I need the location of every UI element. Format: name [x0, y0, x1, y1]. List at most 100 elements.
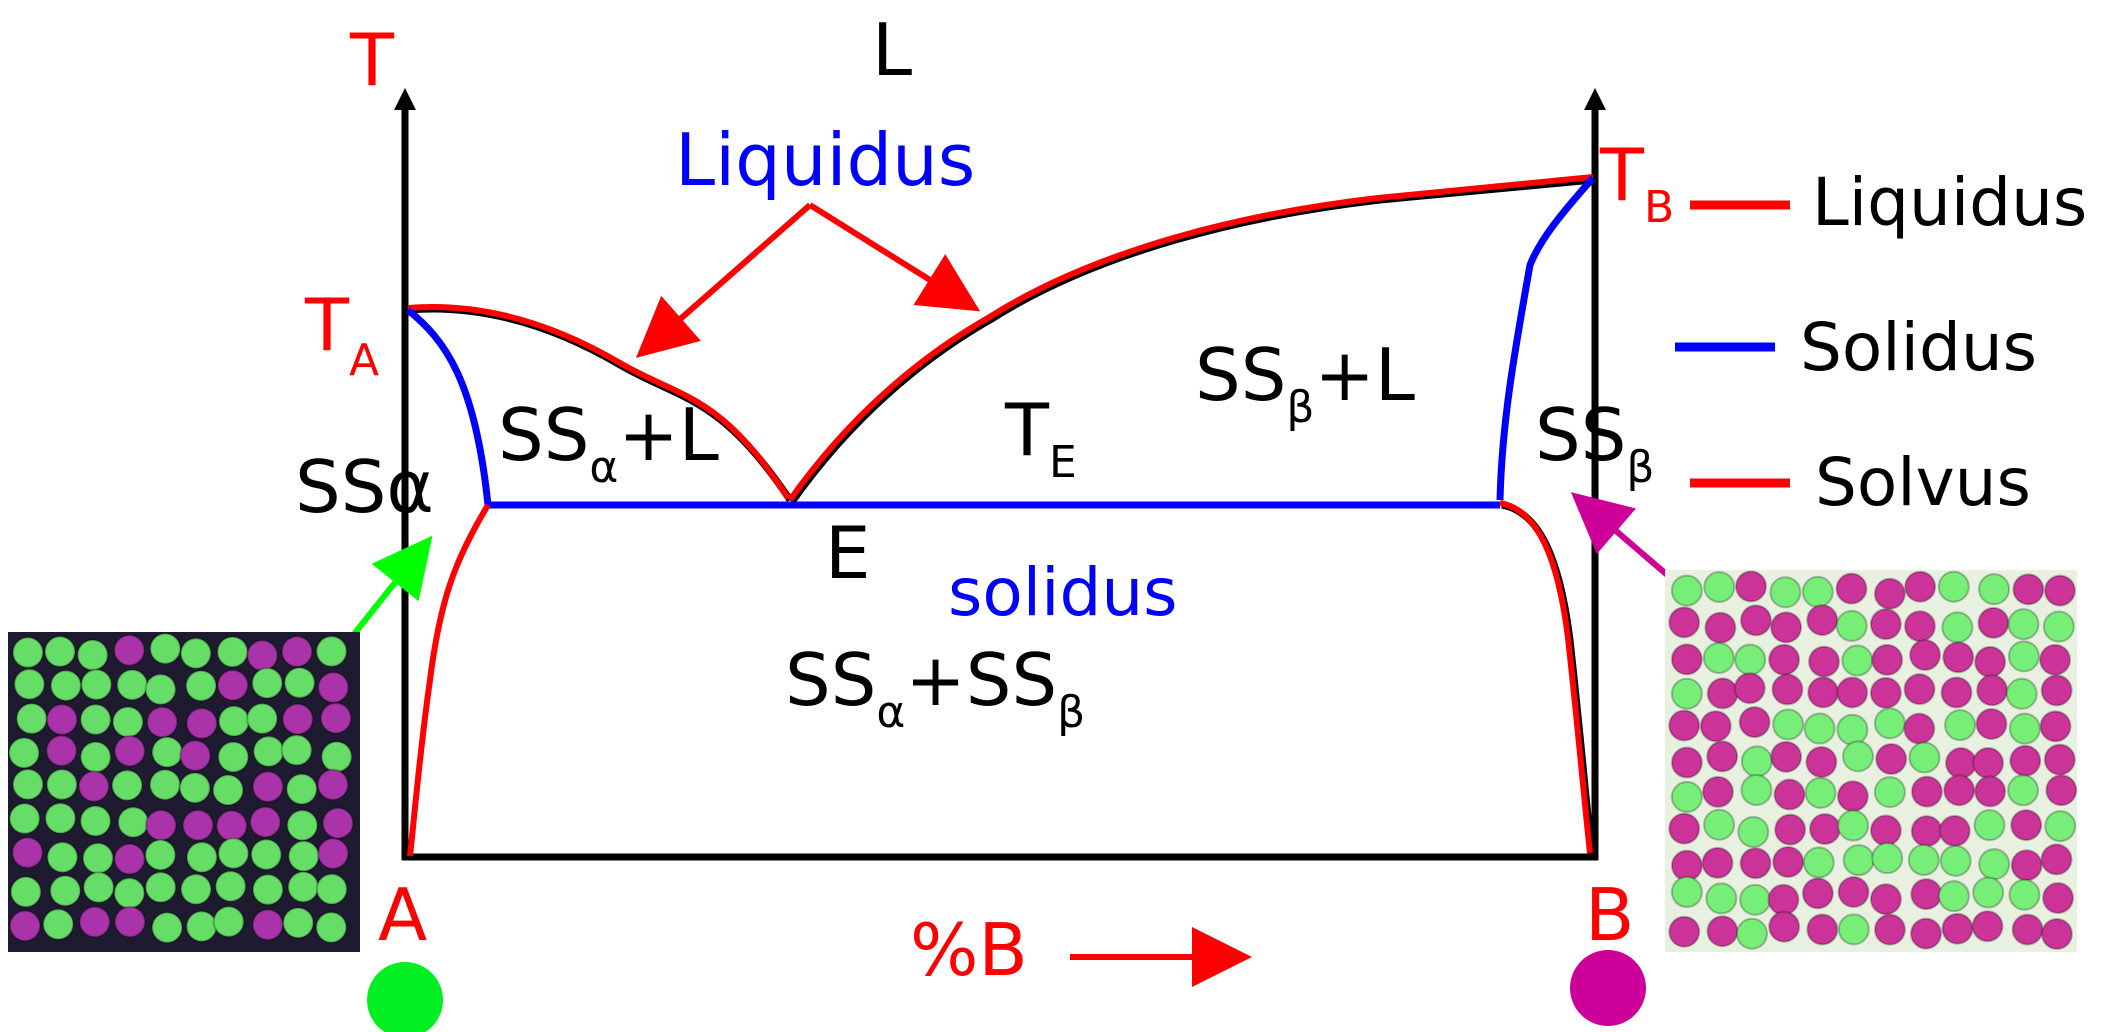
- atom: [1741, 605, 1771, 635]
- atom: [1810, 814, 1840, 844]
- atom: [1669, 814, 1699, 844]
- atom: [2008, 609, 2038, 639]
- atom: [2010, 746, 2040, 776]
- atom: [1806, 778, 1836, 808]
- atom: [1839, 877, 1869, 907]
- atom: [112, 770, 142, 800]
- atom: [1669, 710, 1699, 740]
- atom: [216, 871, 246, 901]
- atom: [316, 912, 346, 942]
- atom: [1904, 714, 1934, 744]
- atom: [14, 669, 44, 699]
- atom: [1672, 782, 1702, 812]
- atom: [1973, 748, 2003, 778]
- atom: [1975, 647, 2005, 677]
- atom: [1941, 846, 1971, 876]
- atom: [1942, 914, 1972, 944]
- atom: [1737, 919, 1767, 949]
- atom: [1672, 748, 1702, 778]
- atom: [1837, 715, 1867, 745]
- atom: [81, 705, 111, 735]
- atom: [282, 637, 312, 667]
- atom: [288, 872, 318, 902]
- atom: [1837, 611, 1867, 641]
- atom: [1704, 810, 1734, 840]
- atom: [1975, 776, 2005, 806]
- atom: [1771, 612, 1801, 642]
- atom: [1704, 643, 1734, 673]
- eutectic-point-label: E: [825, 511, 871, 595]
- component-a-circle: [367, 962, 443, 1032]
- atom: [45, 803, 75, 833]
- atom: [1979, 849, 2009, 879]
- atom: [83, 843, 113, 873]
- atom: [1943, 642, 1973, 672]
- atom: [2010, 714, 2040, 744]
- atom: [152, 913, 182, 943]
- atom: [1772, 674, 1802, 704]
- tb-label: TB: [1599, 133, 1674, 233]
- atom: [1769, 645, 1799, 675]
- atom: [218, 838, 248, 868]
- atom: [1940, 816, 1970, 846]
- temperature-axis-label: T: [349, 18, 395, 102]
- atom: [51, 671, 81, 701]
- atom: [2012, 850, 2042, 880]
- atom: [1669, 917, 1699, 947]
- atom: [1704, 572, 1734, 602]
- atom: [1844, 845, 1874, 875]
- atom: [217, 637, 247, 667]
- atom: [2008, 775, 2038, 805]
- atom: [2042, 675, 2072, 705]
- atom: [1736, 571, 1766, 601]
- atom: [252, 668, 282, 698]
- atom: [2013, 915, 2043, 945]
- atom: [117, 670, 147, 700]
- atom: [219, 706, 249, 736]
- atom: [1976, 709, 2006, 739]
- liquidus-curve-right: [790, 177, 1593, 500]
- atom: [146, 872, 176, 902]
- atom: [1912, 816, 1942, 846]
- atom: [1701, 711, 1731, 741]
- atom: [1774, 780, 1804, 810]
- atom: [2046, 775, 2076, 805]
- atom: [1871, 678, 1901, 708]
- ss-alpha-region-label: SSα: [295, 445, 434, 529]
- atom: [152, 737, 182, 767]
- atom: [180, 741, 210, 771]
- atom: [1806, 747, 1836, 777]
- atom: [1703, 848, 1733, 878]
- atom: [1942, 612, 1972, 642]
- atom: [1973, 911, 2003, 941]
- liquidus-pointer-left: [645, 205, 810, 350]
- atom: [181, 874, 211, 904]
- te-label: TE: [1004, 388, 1077, 488]
- atom: [1837, 677, 1867, 707]
- atom: [289, 841, 319, 871]
- atom: [1842, 646, 1872, 676]
- atom: [150, 770, 180, 800]
- atom: [1977, 675, 2007, 705]
- atom: [1742, 746, 1772, 776]
- atom: [287, 774, 317, 804]
- atom: [115, 844, 145, 874]
- atom: [145, 840, 175, 870]
- atom: [318, 672, 348, 702]
- solvus-curve-alpha: [410, 505, 488, 856]
- atom: [2013, 574, 2043, 604]
- atom: [1803, 878, 1833, 908]
- component-b-label: B: [1585, 873, 1634, 957]
- atom: [2045, 576, 2075, 606]
- atom: [1735, 645, 1765, 675]
- atom: [1805, 714, 1835, 744]
- atom: [43, 909, 73, 939]
- atom: [253, 875, 283, 905]
- atom: [1911, 919, 1941, 949]
- atom: [146, 674, 176, 704]
- atom: [180, 773, 210, 803]
- atom: [11, 877, 41, 907]
- atom: [1910, 640, 1940, 670]
- atom: [283, 908, 313, 938]
